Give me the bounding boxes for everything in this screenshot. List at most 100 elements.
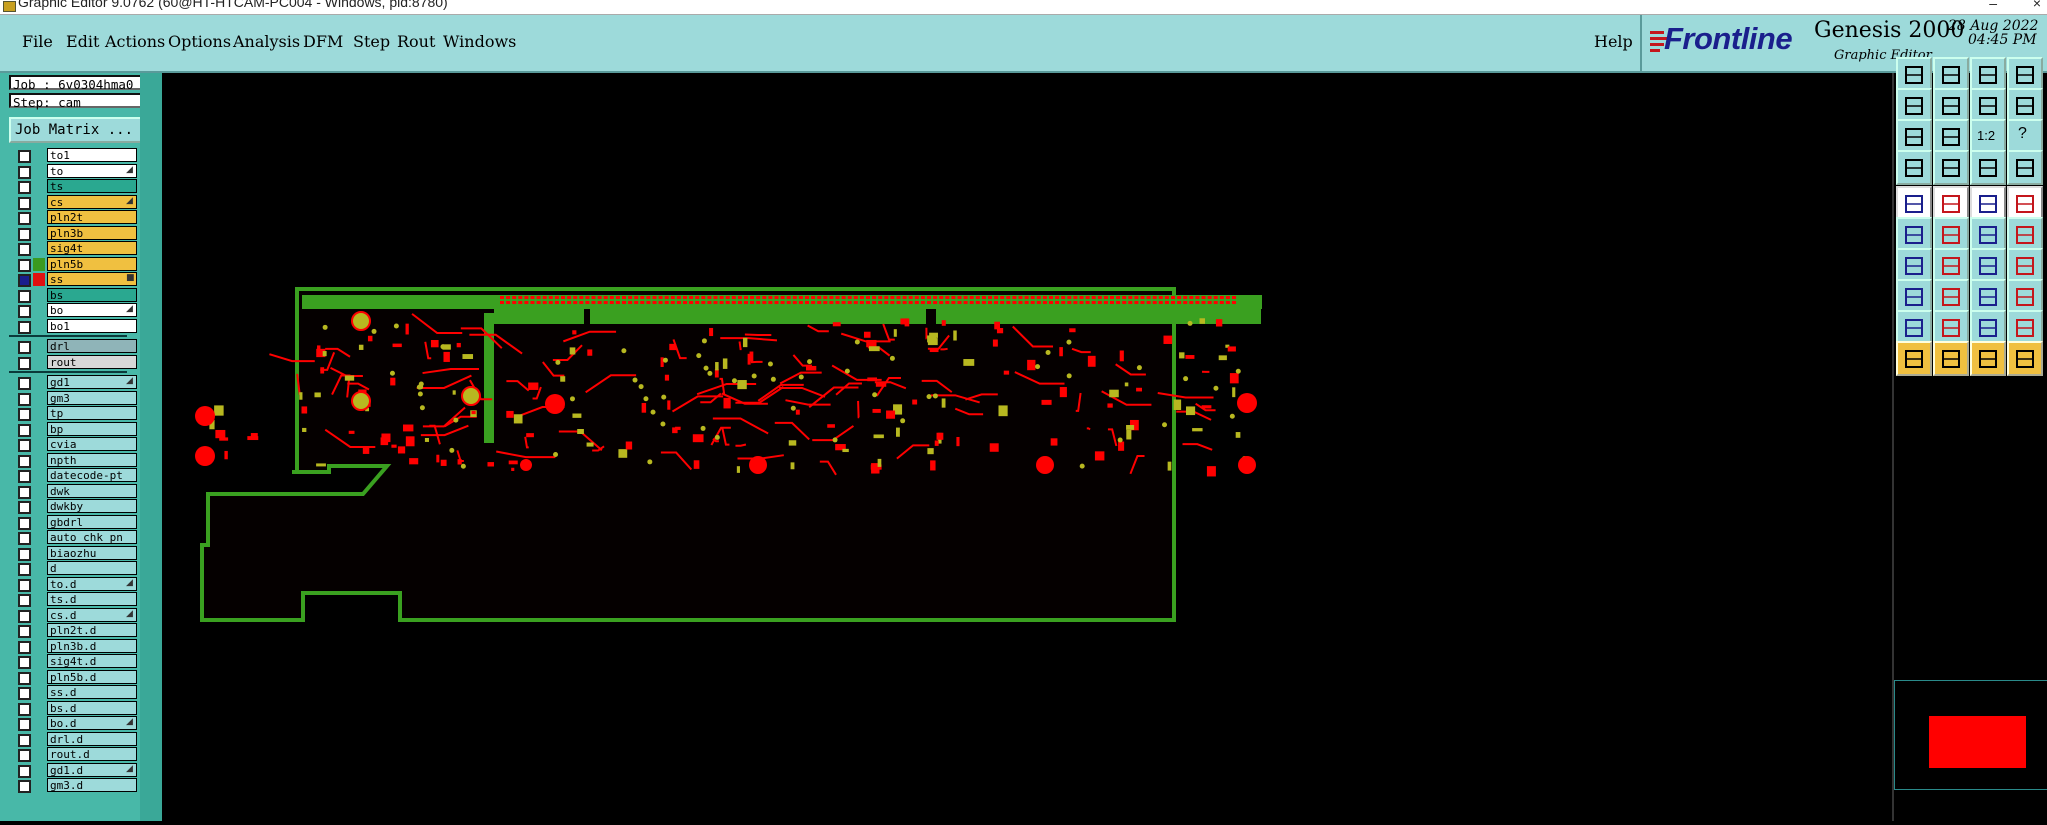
pcb-view[interactable]: [162, 73, 1892, 821]
menu-analysis[interactable]: Analysis: [233, 32, 300, 51]
help-tool[interactable]: ?: [2007, 119, 2043, 154]
polygon-tool[interactable]: [1933, 310, 1969, 345]
layer-name[interactable]: datecode-pt: [47, 468, 137, 482]
stretch-tool[interactable]: [2007, 217, 2043, 252]
layer-row-bo[interactable]: bo◢: [9, 303, 153, 319]
layer-name[interactable]: npth: [47, 453, 137, 467]
layer-checkbox[interactable]: [18, 341, 31, 354]
layer-row-to[interactable]: to◢: [9, 164, 153, 180]
layer-name[interactable]: cs.d: [47, 608, 137, 622]
layer-checkbox[interactable]: [18, 718, 31, 731]
layer-row-ts[interactable]: ts: [9, 179, 153, 195]
layer-row-dwk[interactable]: dwk: [9, 484, 153, 500]
layer-checkbox[interactable]: [18, 703, 31, 716]
layer-row-gm3.d[interactable]: gm3.d: [9, 778, 153, 794]
panel-scrollbar[interactable]: [140, 73, 162, 821]
layer-name[interactable]: gbdrl: [47, 515, 137, 529]
layer-checkbox[interactable]: [18, 243, 31, 256]
layer-row-ss.d[interactable]: ss.d: [9, 685, 153, 701]
page-up-tool[interactable]: [1896, 57, 1932, 92]
layer-name[interactable]: gd1: [47, 375, 137, 389]
layer-row-drl.d[interactable]: drl.d: [9, 732, 153, 748]
layer-row-sig4t.d[interactable]: sig4t.d: [9, 654, 153, 670]
layer-row-ts.d[interactable]: ts.d: [9, 592, 153, 608]
layer-name[interactable]: ss: [47, 272, 137, 286]
connect-tool[interactable]: [1896, 217, 1932, 252]
layer-checkbox[interactable]: [18, 656, 31, 669]
menu-options[interactable]: Options: [168, 32, 231, 51]
layer-name[interactable]: bo: [47, 303, 137, 317]
layer-row-dwkby[interactable]: dwkby: [9, 499, 153, 515]
layer-row-gd1.d[interactable]: gd1.d◢: [9, 763, 153, 779]
arc3-tool[interactable]: [2007, 310, 2043, 345]
route-tool[interactable]: [2007, 341, 2043, 376]
scale-tool[interactable]: 1:2: [1970, 119, 2006, 154]
layer-name[interactable]: sig4t.d: [47, 654, 137, 668]
layer-checkbox[interactable]: [18, 563, 31, 576]
zoom-fit-tool[interactable]: [1896, 119, 1932, 154]
layer-row-cvia[interactable]: cvia: [9, 437, 153, 453]
layer-name[interactable]: bo.d: [47, 716, 137, 730]
slash-tool[interactable]: [1933, 248, 1969, 283]
menu-step[interactable]: Step: [353, 32, 390, 51]
page-left-tool[interactable]: [1896, 88, 1932, 123]
layer-name[interactable]: cvia: [47, 437, 137, 451]
flip-tool[interactable]: [2007, 248, 2043, 283]
graphic-canvas[interactable]: [162, 73, 1892, 821]
layer-name[interactable]: to.d: [47, 577, 137, 591]
home-tool[interactable]: [1970, 57, 2006, 92]
layer-checkbox[interactable]: [18, 408, 31, 421]
layer-name[interactable]: biaozhu: [47, 546, 137, 560]
layer-row-bs[interactable]: bs: [9, 288, 153, 304]
layer-row-cs.d[interactable]: cs.d◢: [9, 608, 153, 624]
layer-checkbox[interactable]: [18, 439, 31, 452]
layer-checkbox[interactable]: [18, 501, 31, 514]
layer-row-rout.d[interactable]: rout.d: [9, 747, 153, 763]
layer-row-to.d[interactable]: to.d◢: [9, 577, 153, 593]
layer-checkbox[interactable]: [18, 166, 31, 179]
add-bar-tool[interactable]: [1970, 186, 2006, 221]
line-tool[interactable]: [1933, 279, 1969, 314]
snap2-tool[interactable]: [2007, 150, 2043, 185]
attr-tool[interactable]: [2007, 279, 2043, 314]
layer-checkbox[interactable]: [18, 734, 31, 747]
layer-checkbox[interactable]: [18, 749, 31, 762]
add-line-tool[interactable]: [1933, 186, 1969, 221]
job-matrix-button[interactable]: Job Matrix ...: [9, 117, 161, 143]
layer-name[interactable]: auto_chk_pn: [47, 530, 137, 544]
layer-checkbox[interactable]: [18, 393, 31, 406]
layer-checkbox[interactable]: [18, 517, 31, 530]
layer-row-pln5b[interactable]: pln5b: [9, 257, 153, 273]
triangle-tool[interactable]: [1896, 310, 1932, 345]
layer-checkbox[interactable]: [18, 305, 31, 318]
layer-checkbox[interactable]: [18, 290, 31, 303]
layer-name[interactable]: pln5b: [47, 257, 137, 271]
move-node-tool[interactable]: [1970, 217, 2006, 252]
layer-name[interactable]: ts.d: [47, 592, 137, 606]
angle-tool[interactable]: [1896, 248, 1932, 283]
add-circle-tool[interactable]: [2007, 186, 2043, 221]
layer-name[interactable]: gm3.d: [47, 778, 137, 792]
layer-row-drl[interactable]: drl: [9, 339, 153, 355]
layer-name[interactable]: ss.d: [47, 685, 137, 699]
layer-checkbox[interactable]: [18, 687, 31, 700]
layer-checkbox[interactable]: [18, 274, 31, 287]
overview-map[interactable]: [1894, 680, 2047, 790]
layer-checkbox[interactable]: [18, 594, 31, 607]
layer-checkbox[interactable]: [18, 212, 31, 225]
layer-checkbox[interactable]: [18, 672, 31, 685]
layer-row-pln3b[interactable]: pln3b: [9, 226, 153, 242]
delete-tool[interactable]: [1933, 217, 1969, 252]
arc-tool[interactable]: [1970, 248, 2006, 283]
layout-tool[interactable]: [2007, 57, 2043, 92]
close-button[interactable]: ×: [2033, 0, 2041, 11]
page-right-tool[interactable]: [1933, 88, 1969, 123]
layer-row-cs[interactable]: cs◢: [9, 195, 153, 211]
layer-checkbox[interactable]: [18, 486, 31, 499]
menu-dfm[interactable]: DFM: [303, 32, 343, 51]
add-pad-tool[interactable]: [1896, 186, 1932, 221]
zoom-center-tool[interactable]: [1933, 119, 1969, 154]
page-down-tool[interactable]: [1933, 57, 1969, 92]
layer-checkbox[interactable]: [18, 579, 31, 592]
layer-name[interactable]: bp: [47, 422, 137, 436]
